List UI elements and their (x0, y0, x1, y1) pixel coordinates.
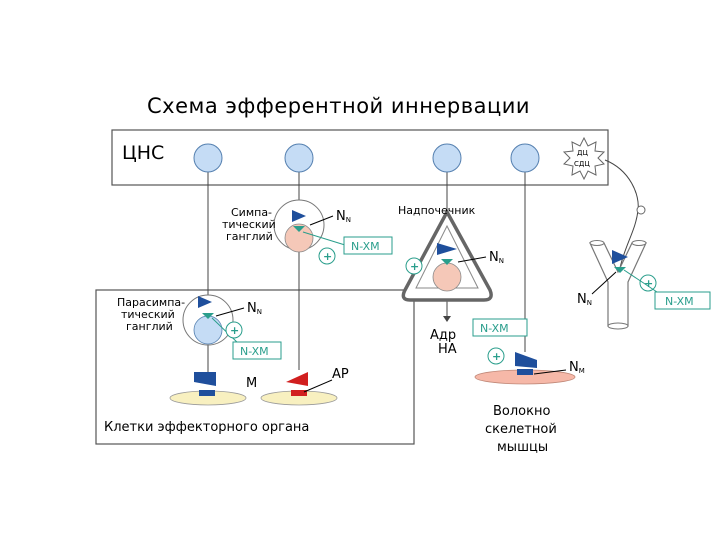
vessel-plus-sign: + (644, 277, 653, 290)
nm-receptor-label: NM (569, 360, 585, 375)
parasymp-nxm-box (232, 341, 282, 360)
vessel-nn-label: NN (577, 292, 592, 307)
motor-end-plate (515, 352, 537, 368)
muscle-plus-circle (487, 347, 505, 365)
vasomotor-center-icon (562, 136, 606, 181)
vessel-opening-right (631, 240, 647, 246)
diagram-title: Схема эфферентной иннервации (147, 94, 530, 118)
parasymp-ganglion-line-2: тический (121, 308, 175, 321)
vessel-nxm-connector (623, 269, 661, 295)
parasymp-nxm-label: N-XM (240, 345, 269, 358)
m-receptor-label: M (246, 376, 257, 391)
symp-nxm-label: N-XM (351, 240, 380, 253)
effector-organ-label: Клетки эффекторного органа (104, 420, 309, 435)
vessel-nn-pointer (591, 271, 617, 295)
vessel-nxm-box (654, 291, 711, 310)
parasymp-ganglion-line-1: Парасимпа- (117, 296, 185, 309)
symp-plus-sign: + (323, 250, 332, 263)
adrenal-output-na: НА (438, 342, 457, 357)
cns-label: ЦНС (122, 142, 164, 164)
vascular-nerve-node (636, 205, 646, 215)
adrenal-plus-sign: + (410, 260, 419, 273)
m-receptor-marker (199, 390, 215, 396)
muscle-nxm-box (472, 318, 528, 337)
cns-neurons (193, 143, 540, 173)
chromaffin-cell (432, 262, 462, 292)
ar-pointer (303, 379, 333, 393)
adrenal-output-arrowhead (443, 316, 451, 322)
cns-neuron-3 (432, 143, 462, 173)
nm-pointer (533, 369, 567, 375)
adrenal-terminal (437, 243, 457, 255)
nm-receptor-marker (517, 369, 533, 375)
cns-neuron-1 (193, 143, 223, 173)
adrenal-label: Надпочечник (398, 204, 476, 217)
muscle-nxm-label: N-XM (480, 322, 509, 335)
parasymp-terminal (194, 372, 216, 386)
effector-organ-box (95, 289, 415, 445)
vessel-terminal (612, 250, 628, 264)
vessel-opening-left (589, 240, 605, 246)
vasomotor-label-2: СДЦ (574, 160, 590, 168)
vasomotor-label-1: ДЦ (577, 149, 588, 157)
blood-vessel (589, 242, 647, 327)
ar-receptor-marker (291, 390, 307, 396)
symp-plus-circle (318, 247, 336, 265)
muscle-label-line-2: скелетной (485, 422, 557, 437)
adrenal-plus-circle (405, 257, 423, 275)
adrenal-receptor-marker (441, 259, 453, 265)
parasymp-nn-pointer (215, 307, 245, 317)
symp-nn-pointer (309, 215, 334, 226)
sympathetic-ganglion (273, 199, 325, 253)
adrenal-nn-label: NN (489, 250, 504, 265)
muscle-label-line-1: Волокно (493, 404, 550, 419)
adrenal-nn-pointer (457, 256, 487, 263)
muscle-plus-sign: + (492, 350, 501, 363)
ar-receptor-label: АР (332, 367, 349, 382)
adrenal-output-adr: Адр (430, 328, 456, 343)
parasympathetic-ganglion (182, 294, 234, 346)
vessel-nxm-label: N-XM (665, 295, 694, 308)
symp-terminal (286, 372, 308, 386)
parasymp-nn-label: NN (247, 301, 262, 316)
symp-ganglion-line-3: ганглий (226, 230, 273, 243)
vessel-opening-bottom (607, 322, 629, 330)
vessel-receptor-marker (614, 267, 626, 273)
symp-nxm-box (343, 236, 393, 255)
symp-ganglion-line-2: тический (222, 218, 276, 231)
muscle-label-line-3: мышцы (497, 440, 548, 455)
cns-neuron-2 (284, 143, 314, 173)
parasymp-ganglion-line-3: ганглий (126, 320, 173, 333)
symp-nxm-connector (302, 231, 346, 246)
parasymp-plus-circle (225, 321, 243, 339)
symp-nn-label: NN (336, 209, 351, 224)
vessel-plus-circle (639, 274, 657, 292)
symp-ganglion-line-1: Симпа- (231, 206, 272, 219)
cns-neuron-4 (510, 143, 540, 173)
parasymp-plus-sign: + (230, 324, 239, 337)
